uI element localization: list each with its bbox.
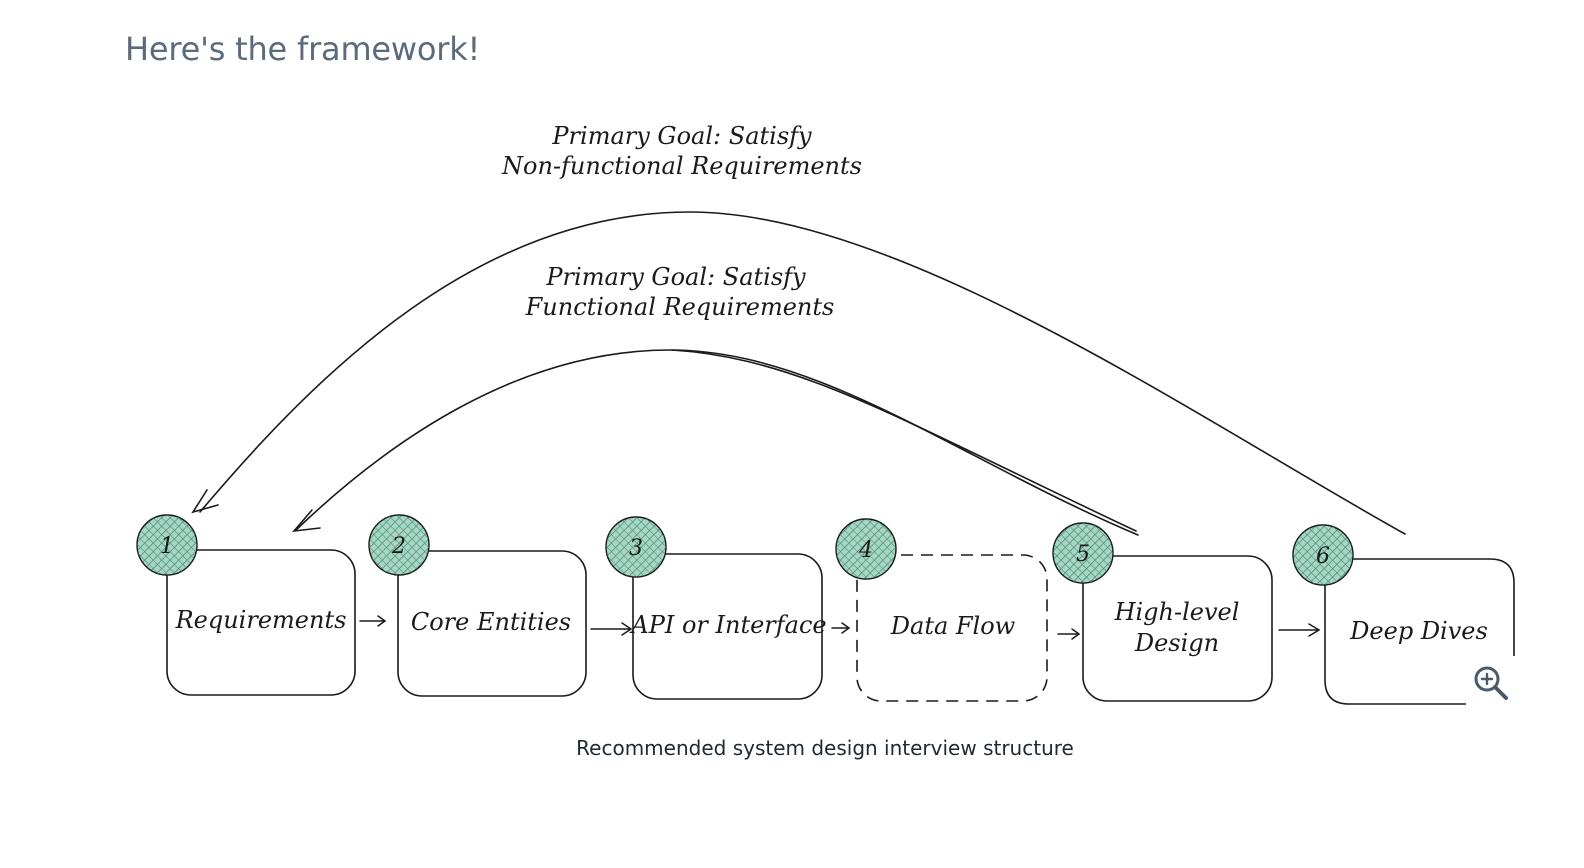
svg-text:High-level: High-level [1114,598,1240,626]
goal-label-non-functional: Primary Goal: Satisfy Non-functional Req… [501,122,862,180]
step-core-entities: Core Entities 2 [368,514,587,697]
svg-text:Deep Dives: Deep Dives [1349,617,1488,645]
step-requirements: Requirements 1 [136,514,356,696]
functional-feedback-arrow [292,349,1139,536]
svg-text:3: 3 [629,536,643,561]
goal-label-functional: Primary Goal: Satisfy Functional Require… [525,263,835,321]
connector-3-4 [831,622,851,634]
step-connectors [359,615,1321,640]
step-badge-2: 2 [368,514,430,576]
svg-text:4: 4 [858,538,873,563]
svg-text:Primary Goal: Satisfy: Primary Goal: Satisfy [545,263,806,291]
zoom-in-button[interactable] [1470,662,1512,704]
svg-text:Primary Goal: Satisfy: Primary Goal: Satisfy [551,122,812,150]
svg-text:Requirements: Requirements [175,606,347,634]
step-badge-5: 5 [1052,522,1114,584]
svg-text:Functional Requirements: Functional Requirements [525,293,835,321]
svg-text:2: 2 [391,534,406,559]
step-badge-1: 1 [136,514,198,576]
svg-text:Data Flow: Data Flow [890,612,1016,640]
connector-5-6 [1278,623,1321,637]
step-badge-4: 4 [835,518,897,580]
connector-4-5 [1057,628,1081,640]
svg-text:Design: Design [1134,629,1219,657]
svg-text:Core Entities: Core Entities [411,608,571,636]
step-deep-dives: Deep Dives 6 [1292,524,1515,705]
step-high-level-design: High-level Design 5 [1052,522,1273,702]
svg-text:API or Interface: API or Interface [629,611,826,639]
svg-text:6: 6 [1316,544,1330,569]
connector-2-3 [590,622,633,636]
connector-1-2 [359,615,387,627]
non-functional-feedback-arrow [191,211,1406,535]
page-title: Here's the framework! [125,30,481,68]
svg-text:5: 5 [1076,542,1090,567]
svg-text:Non-functional Requirements: Non-functional Requirements [501,152,862,180]
svg-text:1: 1 [160,534,174,559]
step-data-flow: Data Flow 4 [835,518,1048,702]
step-badge-6: 6 [1292,524,1354,586]
zoom-in-icon [1474,666,1508,700]
figure-caption: Recommended system design interview stru… [576,736,1074,760]
step-api-or-interface: API or Interface 3 [605,516,827,700]
step-badge-3: 3 [605,516,667,578]
